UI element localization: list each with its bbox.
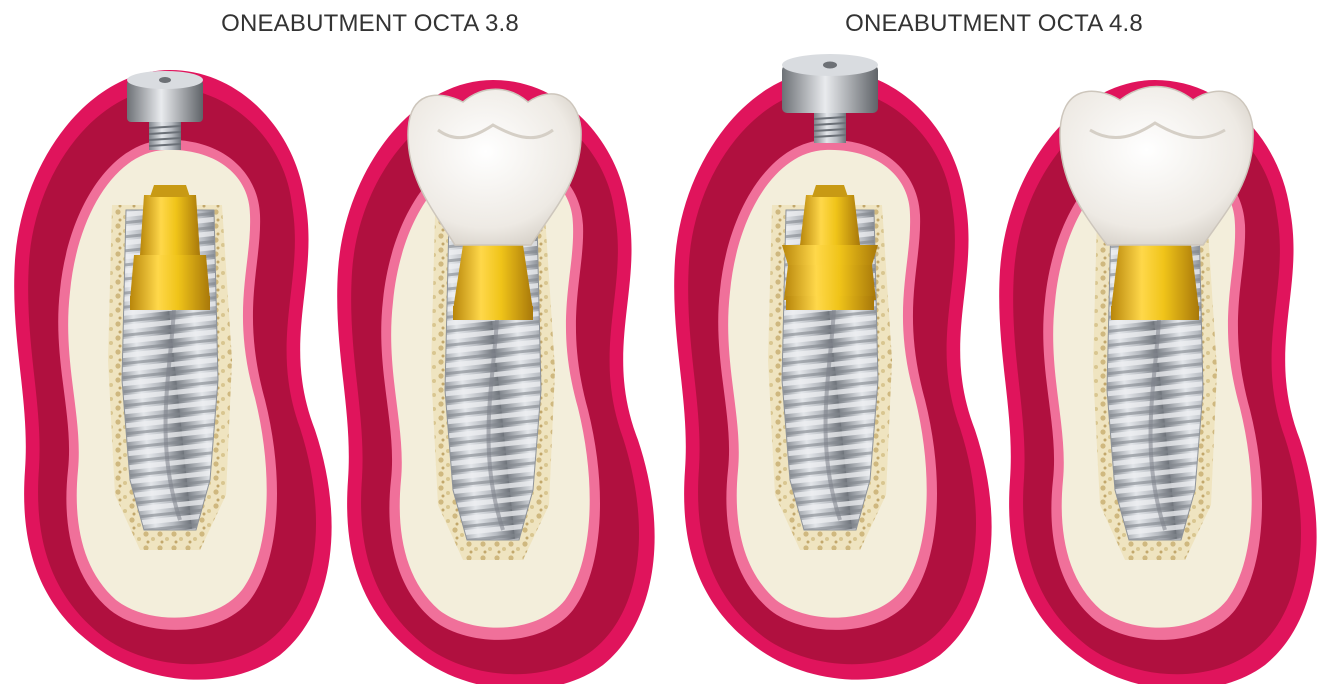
panel-crown-3-8 [337, 80, 654, 684]
panel-healing-cap-4-8 [674, 54, 991, 680]
abutment-icon [1111, 245, 1199, 320]
panel-healing-cap-3-8 [14, 70, 331, 680]
abutment-icon [453, 245, 533, 320]
panel-crown-4-8 [999, 80, 1316, 684]
